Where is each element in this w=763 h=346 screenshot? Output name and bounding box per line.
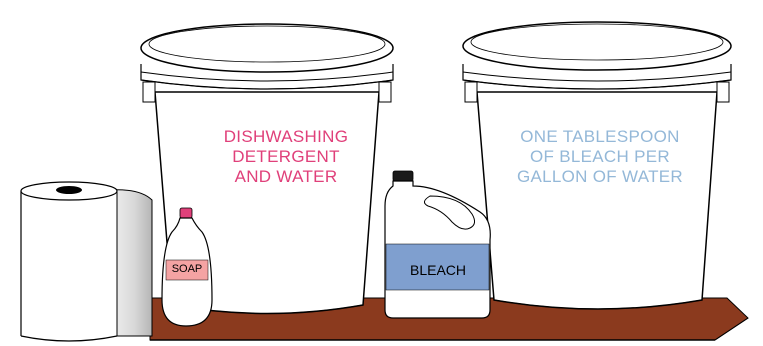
bleach-instructions-label: ONE TABLESPOON OF BLEACH PER GALLON OF W…: [490, 127, 710, 187]
bleach-instructions-line-3: GALLON OF WATER: [490, 167, 710, 187]
bleach-jug: [385, 171, 490, 318]
detergent-label-line-3: AND WATER: [186, 167, 386, 187]
paper-towel-roll: [21, 182, 152, 341]
soap-label: SOAP: [166, 262, 208, 276]
bleach-label: BLEACH: [386, 262, 490, 278]
detergent-label: DISHWASHING DETERGENT AND WATER: [186, 127, 386, 187]
bleach-instructions-line-1: ONE TABLESPOON: [490, 127, 710, 147]
bleach-instructions-line-2: OF BLEACH PER: [490, 147, 710, 167]
detergent-label-line-1: DISHWASHING: [186, 127, 386, 147]
detergent-label-line-2: DETERGENT: [186, 147, 386, 167]
